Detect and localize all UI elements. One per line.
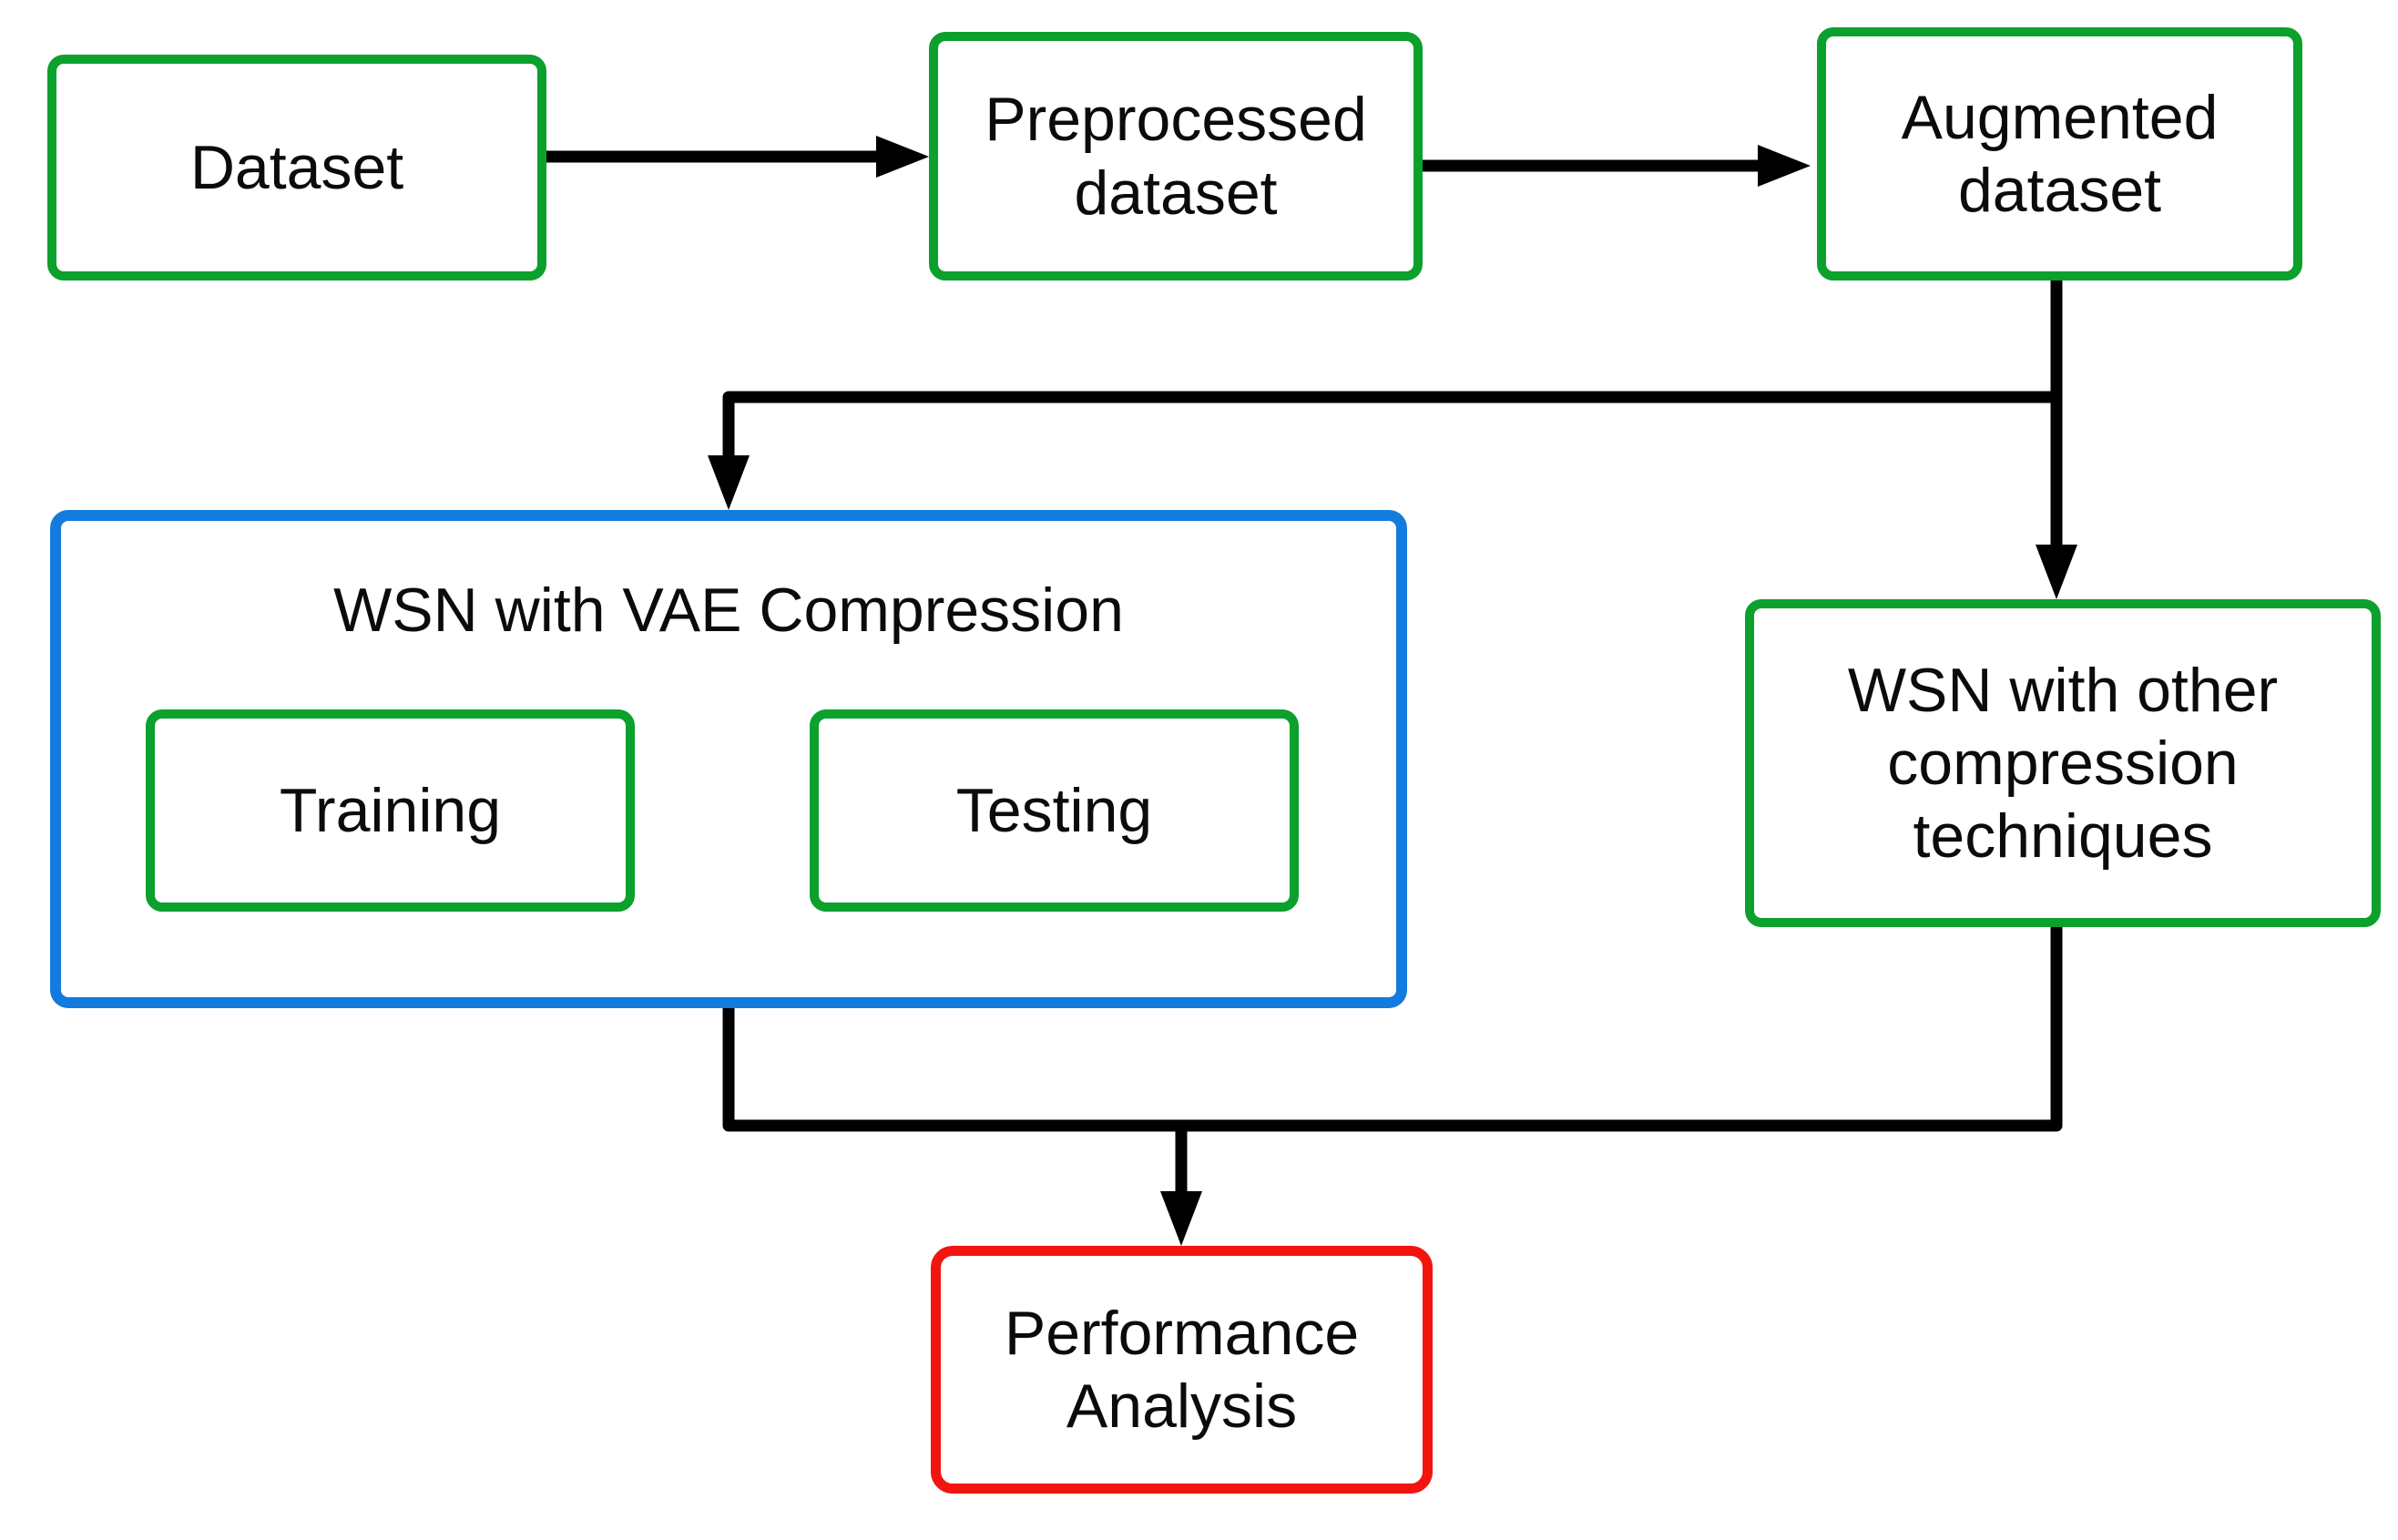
node-augmented-dataset: Augmented dataset xyxy=(1817,27,2302,280)
arrowhead-down-other xyxy=(2036,545,2077,599)
arrowhead-right-preprocessed xyxy=(876,136,929,178)
node-performance-analysis-label: Performance Analysis xyxy=(1004,1298,1360,1441)
arrowhead-down-vae xyxy=(708,455,750,510)
node-dataset: Dataset xyxy=(47,55,546,280)
node-performance-analysis: Performance Analysis xyxy=(931,1246,1433,1494)
node-testing: Testing xyxy=(810,709,1299,912)
node-wsn-other-label: WSN with other compression techniques xyxy=(1847,655,2279,872)
node-training-label: Training xyxy=(279,775,502,845)
edge-branch-to-vae xyxy=(722,391,2056,455)
node-dataset-label: Dataset xyxy=(189,132,404,202)
node-augmented-dataset-label: Augmented dataset xyxy=(1901,82,2219,225)
node-testing-label: Testing xyxy=(955,775,1153,845)
node-training: Training xyxy=(146,709,635,912)
arrowhead-right-augmented xyxy=(1758,145,1811,187)
node-preprocessed-dataset: Preprocessed dataset xyxy=(929,32,1423,280)
arrowhead-down-performance xyxy=(1160,1191,1202,1246)
node-wsn-vae-title: WSN with VAE Compression xyxy=(333,576,1124,645)
node-preprocessed-dataset-label: Preprocessed dataset xyxy=(985,85,1367,228)
node-wsn-other: WSN with other compression techniques xyxy=(1745,599,2381,927)
